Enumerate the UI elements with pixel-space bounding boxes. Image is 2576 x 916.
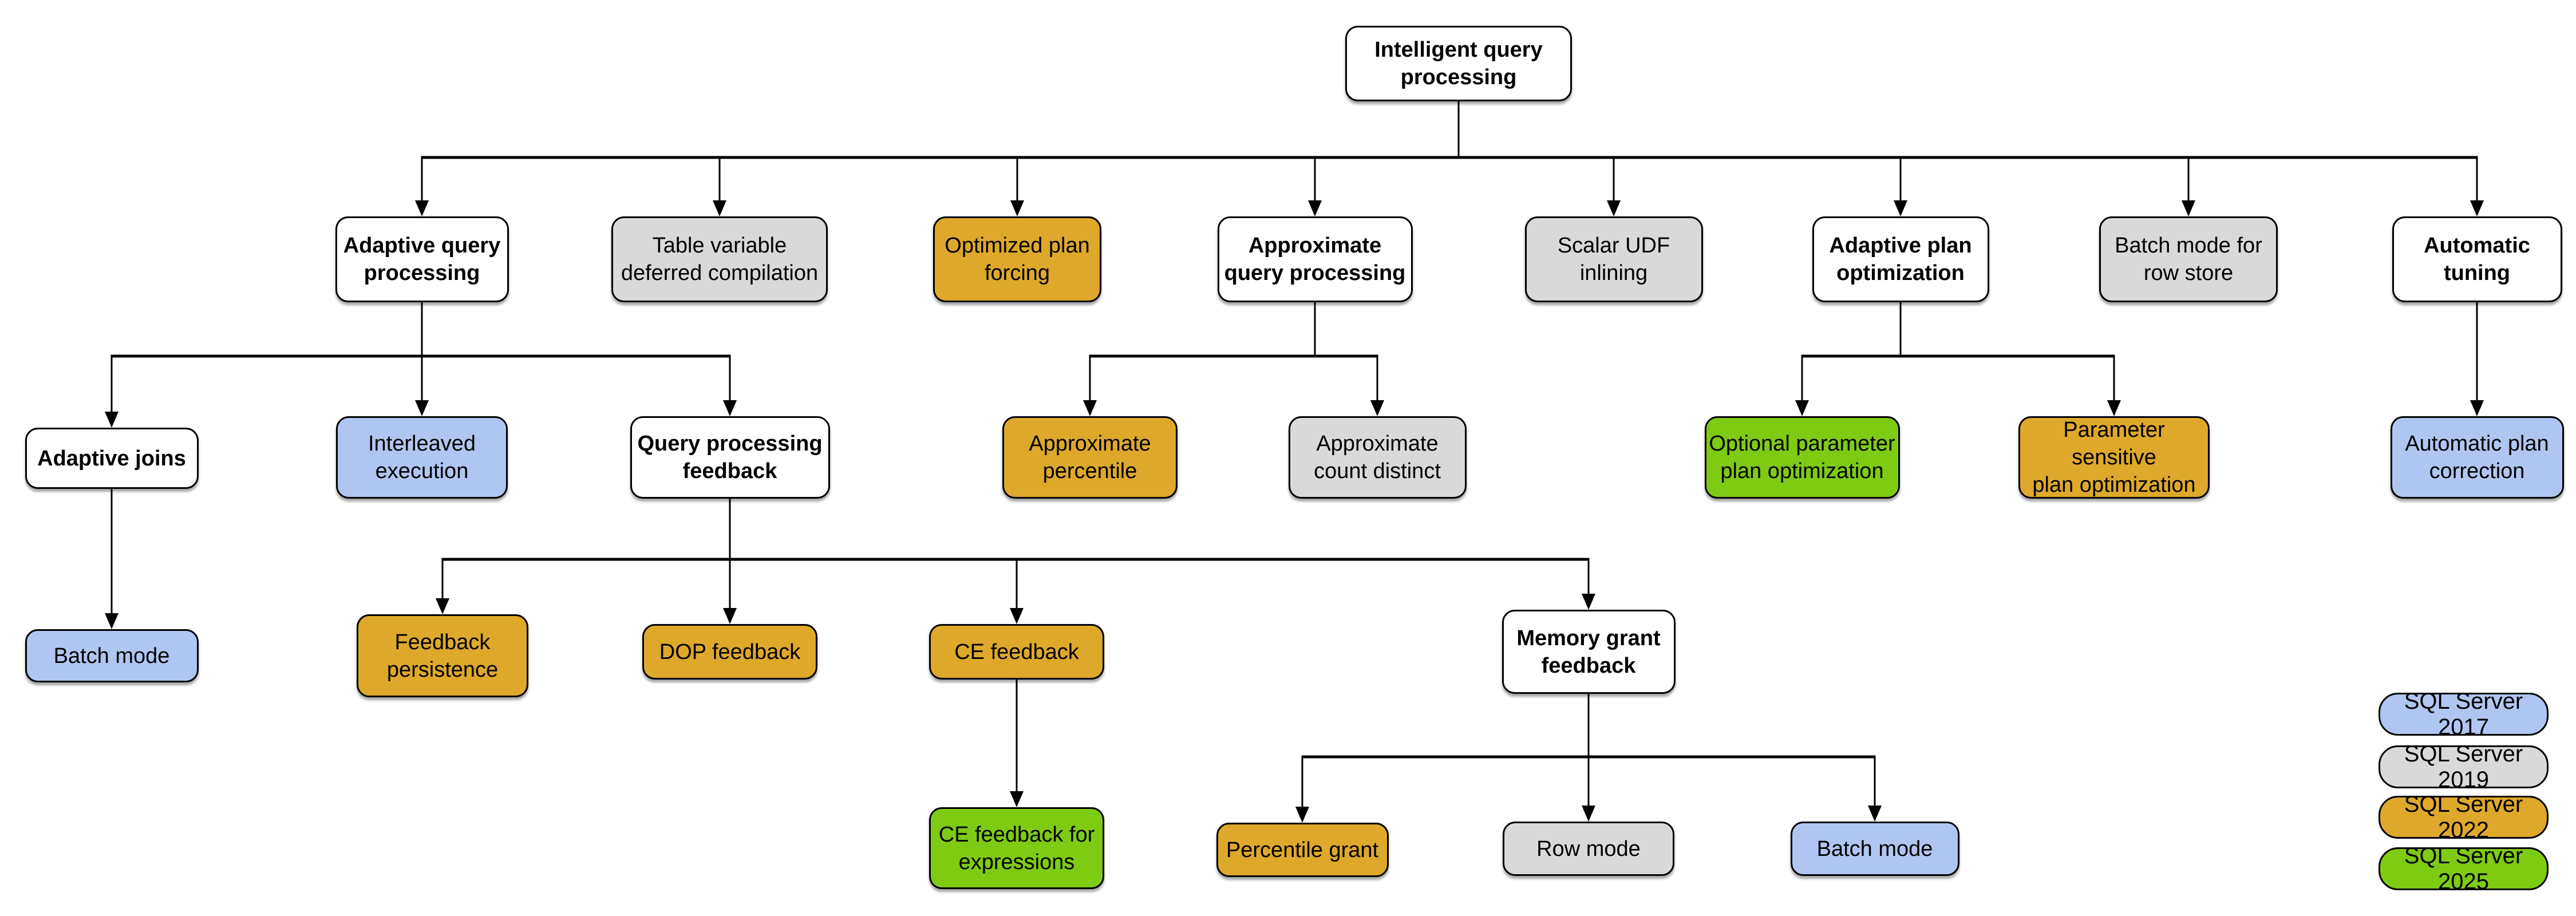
arrowhead-icon	[1295, 807, 1309, 823]
arrowhead-icon	[415, 400, 429, 416]
arrowhead-icon	[1868, 806, 1882, 822]
node-row-mode: Row mode	[1503, 822, 1674, 876]
legend-label: SQL Server 2025	[2404, 843, 2523, 894]
legend-label: SQL Server 2019	[2404, 741, 2523, 792]
node-label: Percentile grant	[1226, 838, 1379, 862]
legend-item-sql-server-2022: SQL Server 2022	[2379, 792, 2549, 843]
legend-label: SQL Server 2017	[2404, 688, 2523, 740]
arrowhead-icon	[723, 608, 737, 624]
node-label: Batch mode	[1816, 836, 1933, 861]
node-ce-feedback: CE feedback	[929, 624, 1104, 680]
node-adaptive-joins: Adaptive joins	[25, 428, 199, 489]
node-label: Adaptive joins	[37, 446, 186, 471]
arrowhead-icon	[2470, 400, 2484, 416]
arrowhead-icon	[1010, 200, 1024, 216]
arrowhead-icon	[1582, 594, 1595, 610]
arrowhead-icon	[2182, 200, 2195, 216]
arrowhead-icon	[1795, 400, 1809, 416]
node-batch-mode: Batch mode	[25, 629, 199, 682]
legend-item-sql-server-2019: SQL Server 2019	[2379, 741, 2549, 792]
arrowhead-icon	[1582, 806, 1595, 822]
arrowhead-icon	[723, 400, 737, 416]
arrowhead-icon	[1308, 200, 1322, 216]
arrowhead-icon	[105, 412, 118, 428]
arrowhead-icon	[436, 598, 449, 614]
node-label: Row mode	[1536, 836, 1641, 861]
arrowhead-icon	[415, 200, 429, 216]
node-label: CE feedback	[954, 639, 1079, 664]
legend-item-sql-server-2017: SQL Server 2017	[2379, 689, 2549, 740]
arrowhead-icon	[1010, 791, 1024, 807]
arrowhead-icon	[2470, 200, 2484, 216]
node-label: Batch mode	[53, 643, 170, 668]
arrowhead-icon	[1083, 400, 1097, 416]
arrowhead-icon	[1370, 400, 1384, 416]
node-percentile-grant: Percentile grant	[1216, 823, 1389, 877]
legend-item-sql-server-2025: SQL Server 2025	[2379, 843, 2549, 894]
arrowhead-icon	[1010, 608, 1024, 624]
legend-label: SQL Server 2022	[2404, 791, 2523, 843]
arrowhead-icon	[2107, 400, 2121, 416]
node-label: DOP feedback	[659, 639, 801, 664]
node-dop-feedback: DOP feedback	[642, 624, 817, 680]
node-batch-mode: Batch mode	[1790, 822, 1959, 876]
arrowhead-icon	[1607, 200, 1621, 216]
arrowhead-icon	[105, 613, 118, 629]
arrowhead-icon	[1894, 200, 1907, 216]
arrowhead-icon	[713, 200, 726, 216]
